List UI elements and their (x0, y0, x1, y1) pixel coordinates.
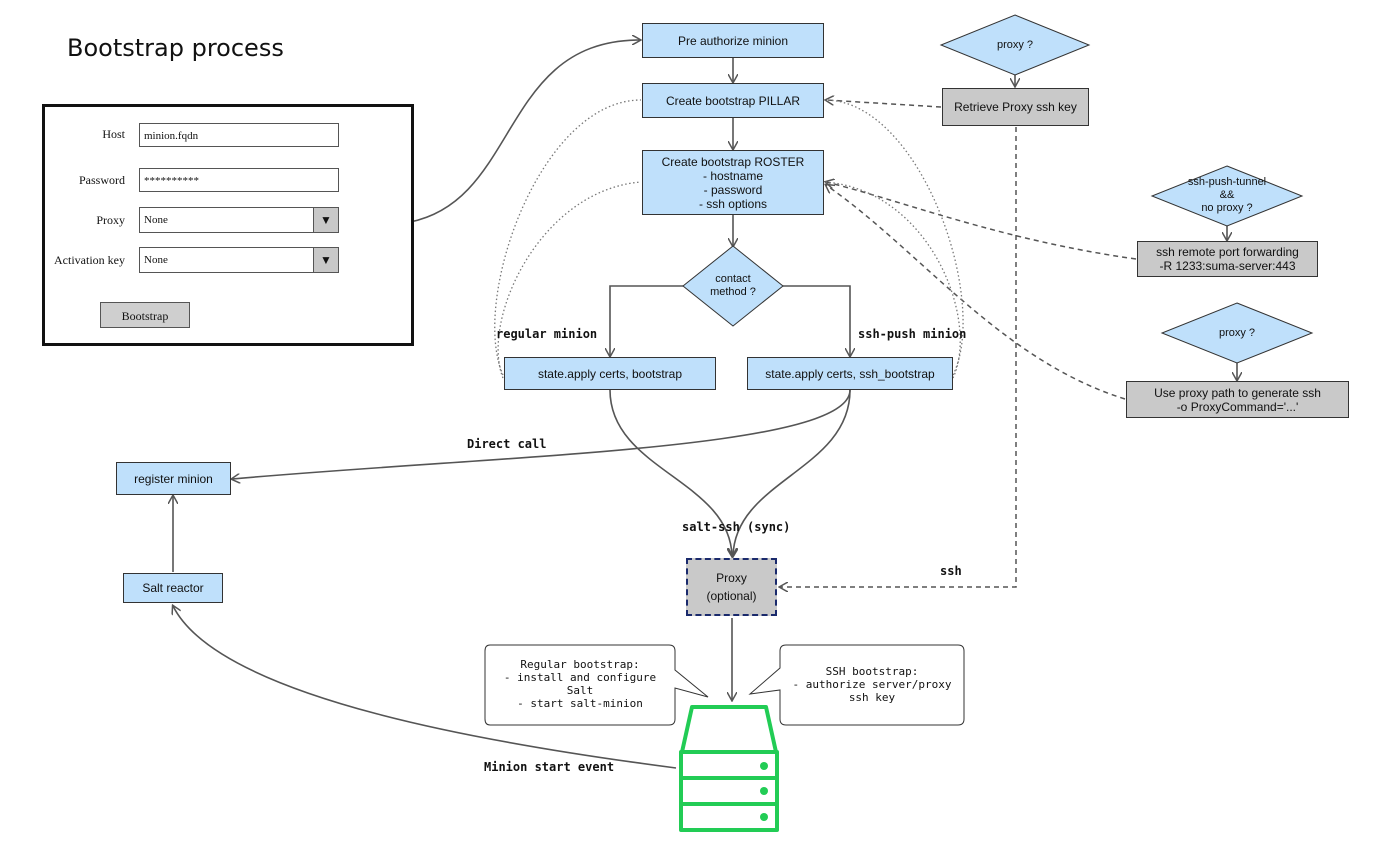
proxy-decision-label: proxy ? (996, 39, 1034, 51)
edge-form-to-preauth (409, 40, 640, 223)
proxy-decision2-diamond (1160, 302, 1314, 364)
loop-ssh-to-roster (824, 181, 961, 379)
proxy-decision2-label: proxy ? (1218, 327, 1256, 339)
server-icon (679, 705, 779, 832)
port-forwarding-line-2: -R 1233:suma-server:443 (1159, 259, 1296, 273)
loop-regular-to-pillar (494, 99, 642, 376)
edge-regular-to-proxy (609, 389, 732, 556)
create-roster-node: Create bootstrap ROSTER - hostname - pas… (642, 150, 824, 215)
edge-server-to-reactor (173, 606, 677, 769)
roster-line-3: - password (703, 182, 763, 197)
proxy-title: Proxy (716, 571, 747, 585)
note-regular-bubble (484, 644, 709, 726)
tunnel-decision-diamond (1150, 165, 1304, 227)
contact-method-label: contact method ? (693, 273, 773, 299)
state-apply-regular-node: state.apply certs, bootstrap (504, 357, 716, 390)
regular-minion-label: regular minion (496, 327, 598, 341)
port-forwarding-line-1: ssh remote port forwarding (1156, 245, 1299, 259)
proxy-select[interactable]: None ▼ (139, 207, 339, 233)
bootstrap-form: Host minion.fqdn Password ********** Pro… (42, 104, 414, 346)
edge-retrieve-to-proxy (780, 127, 1017, 587)
salt-ssh-label: salt-ssh (sync) (682, 520, 791, 534)
password-label: Password (78, 173, 125, 187)
proxy-subtitle: (optional) (706, 589, 757, 603)
loop-regular-to-roster (497, 181, 642, 379)
create-pillar-node: Create bootstrap PILLAR (642, 83, 824, 118)
note-ssh-bubble (748, 644, 965, 726)
proxy-label: Proxy (96, 213, 125, 227)
edge-decision-to-ssh (783, 285, 850, 356)
loop-ssh-to-pillar (824, 99, 964, 376)
port-forwarding-node: ssh remote port forwarding -R 1233:suma-… (1137, 241, 1318, 277)
tunnel-line-3: no proxy ? (1201, 202, 1253, 214)
password-input[interactable]: ********** (139, 168, 339, 192)
proxy-node: Proxy (optional) (686, 558, 777, 616)
edge-ssh-to-register (232, 389, 851, 479)
ssh-push-minion-label: ssh-push minion (858, 327, 967, 341)
tunnel-line-1: ssh-push-tunnel (1187, 176, 1267, 188)
activation-key-label: Activation key (54, 253, 125, 267)
tunnel-decision-label: ssh-push-tunnel && no proxy ? (1172, 176, 1282, 215)
register-minion-node: register minion (116, 462, 231, 495)
contact-method-line-2: method ? (710, 286, 756, 298)
edge-forwarding-to-roster (826, 182, 1137, 260)
proxy-select-value: None (144, 214, 168, 226)
regular-bootstrap-note: Regular bootstrap: - install and configu… (503, 658, 657, 710)
activation-key-select[interactable]: None ▼ (139, 247, 339, 273)
pre-authorize-node: Pre authorize minion (642, 23, 824, 58)
host-label: Host (102, 127, 125, 141)
direct-call-label: Direct call (467, 437, 547, 451)
edge-path-to-roster (826, 185, 1126, 400)
server-led-icons (760, 762, 768, 821)
roster-line-2: - hostname (702, 168, 764, 183)
ssh-label: ssh (940, 564, 962, 578)
activation-key-value: None (144, 254, 168, 266)
ssh-bootstrap-note: SSH bootstrap: - authorize server/proxy … (792, 665, 952, 704)
proxy-path-line-1: Use proxy path to generate ssh (1154, 385, 1321, 400)
minion-start-event-label: Minion start event (484, 760, 615, 774)
proxy-decision-diamond (939, 14, 1091, 76)
proxy-path-line-2: -o ProxyCommand='...' (1176, 399, 1299, 414)
triangle-down-icon[interactable]: ▼ (313, 248, 338, 272)
bootstrap-button[interactable]: Bootstrap (100, 302, 190, 328)
state-apply-ssh-node: state.apply certs, ssh_bootstrap (747, 357, 953, 390)
edge-ssh-to-proxy (733, 389, 851, 556)
roster-line-1: Create bootstrap ROSTER (661, 154, 805, 169)
edge-retrieve-to-pillar (826, 100, 942, 108)
page-title: Bootstrap process (67, 34, 284, 62)
edge-decision-to-regular (610, 285, 683, 356)
tunnel-line-2: && (1219, 189, 1235, 201)
salt-reactor-node: Salt reactor (123, 573, 223, 603)
roster-line-4: - ssh options (698, 196, 768, 211)
host-input[interactable]: minion.fqdn (139, 123, 339, 147)
contact-method-diamond (682, 245, 784, 327)
proxy-path-node: Use proxy path to generate ssh -o ProxyC… (1126, 381, 1349, 418)
triangle-down-icon[interactable]: ▼ (313, 208, 338, 232)
contact-method-line-1: contact (715, 273, 751, 285)
retrieve-proxy-key-node: Retrieve Proxy ssh key (942, 88, 1089, 126)
